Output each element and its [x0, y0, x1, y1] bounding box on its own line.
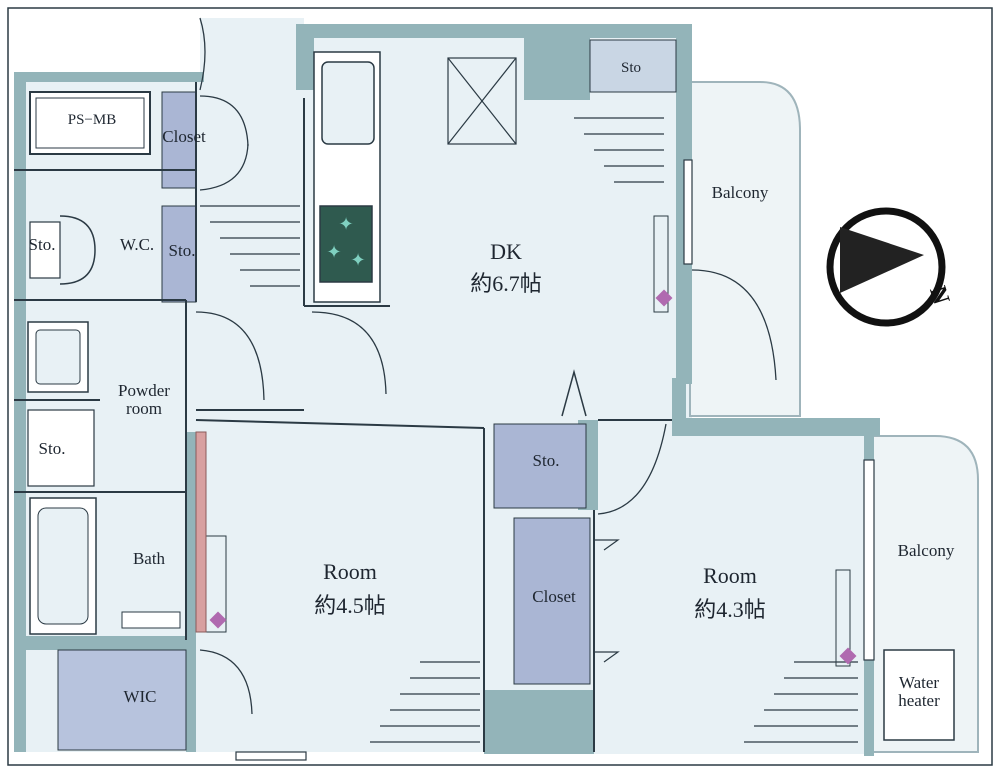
label-sto-mid: Sto. — [532, 451, 560, 470]
bathtub-fixture — [29, 497, 181, 635]
label-closet-mid: Closet — [532, 587, 576, 606]
svg-text:✦: ✦ — [338, 214, 353, 234]
toilet-fixture — [29, 215, 96, 285]
label-room-right-size: 約4.3帖 — [694, 597, 766, 622]
label-water-line1: Water — [898, 673, 940, 692]
label-room-right-name: Room — [703, 563, 757, 588]
label-sto-wc: Sto. — [28, 235, 56, 254]
label-dk-size: 約6.7帖 — [470, 271, 542, 296]
vent-marker — [561, 369, 587, 417]
ps-mb-box — [29, 91, 151, 155]
closet-door-markers — [594, 539, 620, 663]
kitchen-counter: ✦ ✦ ✦ — [313, 51, 381, 303]
partitions — [14, 82, 672, 752]
north-arrow-icon — [826, 207, 946, 327]
hatched-wall — [195, 431, 207, 633]
label-dk-name: DK — [490, 239, 522, 264]
shelf-lines — [200, 117, 858, 743]
label-bath: Bath — [132, 549, 166, 568]
label-room-left-size: 約4.5帖 — [314, 593, 386, 618]
label-sto-kitchen: Sto — [620, 60, 641, 76]
svg-text:✦: ✦ — [350, 250, 365, 270]
storage-blocks — [57, 39, 677, 751]
label-powder-line2: room — [126, 399, 162, 419]
washbasin-fixture — [27, 321, 89, 393]
fridge-space — [447, 57, 517, 145]
label-closet-upper: Closet — [162, 127, 206, 146]
label-sto-hall: Sto. — [168, 241, 196, 260]
aircon-markers — [205, 215, 857, 667]
label-water-heater: Water heater — [884, 673, 954, 711]
compass — [812, 197, 982, 339]
label-powder-room: Powder room — [104, 381, 184, 419]
label-balcony-lower: Balcony — [897, 541, 955, 560]
label-balcony-upper: Balcony — [711, 183, 769, 202]
svg-text:✦: ✦ — [326, 242, 341, 262]
label-ps-mb: PS−MB — [67, 112, 117, 128]
label-wic: WIC — [123, 687, 157, 706]
water-heater-box — [883, 649, 955, 741]
label-powder-line1: Powder — [118, 381, 170, 400]
label-sto-powder: Sto. — [38, 439, 66, 458]
walls — [14, 24, 880, 756]
label-water-line2: heater — [898, 691, 940, 711]
door-swings — [195, 17, 777, 715]
label-room-left-name: Room — [323, 559, 377, 584]
label-wc: W.C. — [119, 235, 155, 254]
laundry-space — [27, 409, 95, 487]
windows — [235, 159, 875, 761]
